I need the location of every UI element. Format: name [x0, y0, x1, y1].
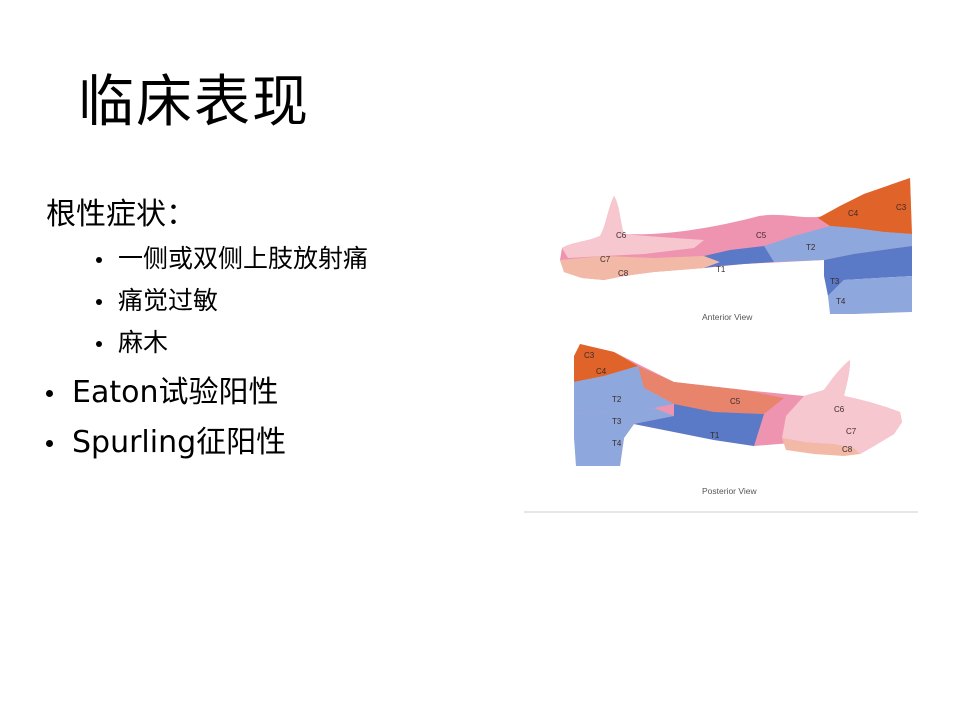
anterior-segment-c4	[818, 178, 912, 234]
anterior-label-c7: C7	[600, 255, 611, 264]
posterior-label-c7: C7	[846, 427, 857, 436]
anterior-segment-c8	[560, 256, 720, 280]
symptom-item: 痛觉过敏	[96, 280, 516, 322]
dermatome-diagram: C6 C7 C8 T1 C5 T2 T3 T4 C4 C3 Anterior V…	[524, 176, 918, 514]
posterior-segment-c4	[574, 344, 638, 382]
anterior-label-c4: C4	[848, 209, 859, 218]
anterior-label-c5: C5	[756, 231, 767, 240]
posterior-segment-t4	[574, 438, 624, 466]
symptom-list: 一侧或双侧上肢放射痛 痛觉过敏 麻木	[46, 238, 516, 364]
anterior-segment-t2	[764, 226, 912, 262]
content-area: 根性症状： 一侧或双侧上肢放射痛 痛觉过敏 麻木 Eaton试验阳性 Spurl…	[46, 192, 516, 468]
posterior-segment-c8	[782, 438, 860, 456]
posterior-segment-t3	[574, 408, 674, 438]
anterior-segment-t4	[828, 276, 912, 314]
posterior-label-c4: C4	[596, 367, 607, 376]
posterior-segment-t2	[574, 366, 674, 414]
sign-list: Eaton试验阳性 Spurling征阳性	[46, 368, 516, 468]
posterior-label-c3: C3	[584, 351, 595, 360]
posterior-label-t3: T3	[612, 417, 622, 426]
posterior-view-label: Posterior View	[702, 486, 758, 496]
dermatome-svg: C6 C7 C8 T1 C5 T2 T3 T4 C4 C3 Anterior V…	[524, 178, 918, 513]
slide-title: 临床表现	[78, 70, 310, 135]
anterior-label-t3: T3	[830, 277, 840, 286]
anterior-arm	[560, 178, 912, 314]
posterior-label-t4: T4	[612, 439, 622, 448]
posterior-label-t2: T2	[612, 395, 622, 404]
symptom-item: 麻木	[96, 322, 516, 364]
anterior-label-t4: T4	[836, 297, 846, 306]
anterior-label-c8: C8	[618, 269, 629, 278]
posterior-label-c8: C8	[842, 445, 853, 454]
anterior-segment-c6	[562, 196, 704, 258]
section-heading: 根性症状：	[46, 197, 196, 232]
anterior-label-c6: C6	[616, 231, 627, 240]
anterior-label-c3: C3	[896, 203, 907, 212]
anterior-label-t2: T2	[806, 243, 816, 252]
anterior-label-t1: T1	[716, 265, 726, 274]
sign-item: Eaton试验阳性	[46, 368, 516, 418]
posterior-label-c5: C5	[730, 397, 741, 406]
posterior-segment-c6	[782, 360, 902, 454]
anterior-segment-t3	[824, 246, 912, 296]
sign-item: Spurling征阳性	[46, 418, 516, 468]
posterior-label-c6: C6	[834, 405, 845, 414]
symptom-item: 一侧或双侧上肢放射痛	[96, 238, 516, 280]
anterior-view-label: Anterior View	[702, 312, 753, 322]
posterior-segment-c5-band	[620, 366, 784, 414]
posterior-segment-t1	[634, 404, 764, 446]
posterior-arm	[574, 344, 902, 466]
posterior-label-t1: T1	[710, 431, 720, 440]
